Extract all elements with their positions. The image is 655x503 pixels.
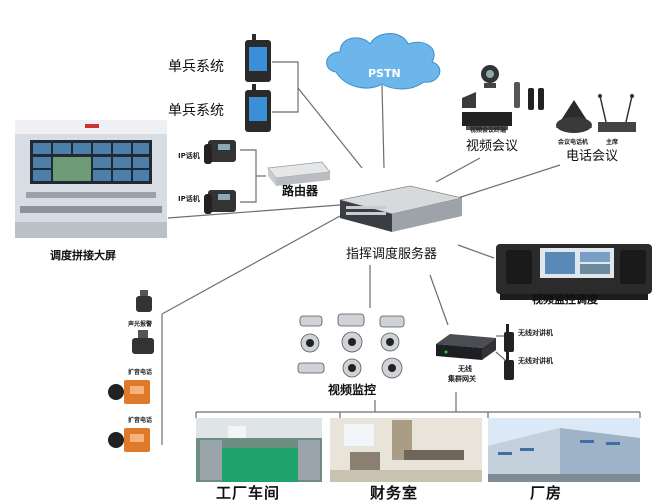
screen-wall-label: 调度拼接大屏 [50, 249, 116, 262]
ip-phone-label-1: IP话机 [178, 152, 200, 160]
factory-label: 工厂车间 [216, 484, 281, 502]
single-soldier-device-1 [245, 34, 271, 82]
link-video-server [435, 157, 481, 183]
link-ipphone-bracket [240, 149, 257, 203]
video-monitor-label: 视频监控 [328, 383, 377, 397]
router-label: 路由器 [282, 184, 319, 198]
finance-photo [330, 418, 482, 482]
gateway-device [436, 334, 496, 360]
dispatch-console-label: 视频监控调度 [532, 293, 598, 306]
ip-phone-device-1 [204, 140, 236, 164]
walkie-talkie-device-1 [504, 324, 514, 352]
link-screen-server [167, 204, 341, 219]
dispatch-console-device [496, 244, 652, 300]
link-soldier-server [297, 87, 363, 169]
server-device [339, 185, 463, 232]
plant-label: 厂房 [530, 484, 563, 502]
link-server-gateway [429, 274, 449, 326]
phone-conference-device [556, 94, 636, 133]
pstn-label: PSTN [368, 67, 401, 80]
broadcast-phone-label-2: 扩音电话 [128, 417, 153, 424]
plant-photo [488, 418, 640, 482]
alarm-label: 声光报警 [128, 321, 153, 328]
walkie-label-2: 无线对讲机 [518, 357, 553, 365]
ip-phone-label-2: IP话机 [178, 195, 200, 203]
gateway-label-2: 集群网关 [448, 375, 476, 383]
broadcast-phone-device-1 [108, 380, 150, 404]
link-soldier-bracket [272, 61, 299, 113]
broadcast-phone-label-1: 扩音电话 [128, 369, 153, 376]
factory-photo [196, 418, 322, 482]
walkie-talkie-device-2 [504, 352, 514, 380]
ip-phone-device-2 [204, 190, 236, 214]
single-soldier-device-2 [245, 84, 271, 132]
video-terminal-label: 视频会议终端 [470, 127, 507, 134]
walkie-label-1: 无线对讲机 [518, 329, 553, 337]
video-conference-device [462, 65, 544, 130]
video-conference-label: 视频会议 [466, 139, 519, 154]
broadcast-phone-device-2 [108, 428, 150, 452]
phone-terminal-label: 会议电话机 [558, 139, 589, 146]
phone-conference-label: 电话会议 [566, 149, 619, 164]
pstn-cloud [326, 33, 441, 90]
alarm-device [132, 290, 154, 354]
link-phone-server [457, 164, 561, 199]
chair-label: 主席 [606, 139, 619, 146]
router-device [267, 161, 331, 186]
link-server-phones [161, 215, 341, 315]
server-label: 指挥调度服务器 [346, 247, 438, 262]
gateway-label-1: 无线 [458, 365, 472, 373]
finance-label: 财务室 [370, 484, 419, 502]
link-server-console [457, 244, 495, 259]
screen-wall-image [15, 120, 167, 238]
link-pstn-server [381, 84, 385, 169]
single-soldier-label-2: 单兵系统 [168, 103, 224, 119]
single-soldier-label-1: 单兵系统 [168, 59, 224, 75]
